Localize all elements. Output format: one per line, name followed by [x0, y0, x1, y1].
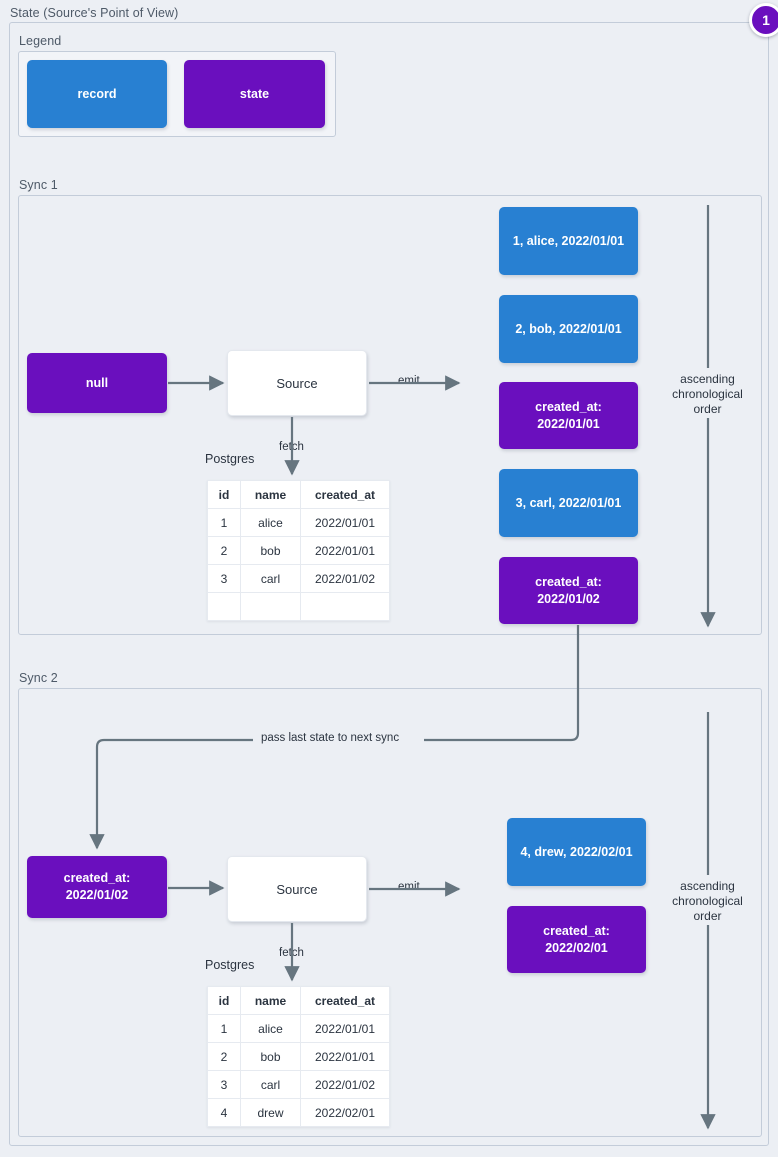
cell-name: bob — [240, 536, 301, 565]
table-header-row: id name created_at — [207, 986, 390, 1015]
sync2-emitted-record-1-label: 4, drew, 2022/02/01 — [520, 844, 633, 859]
table-row: 3 carl 2022/01/02 — [207, 564, 390, 593]
cell-name — [240, 592, 301, 621]
sync1-db-label: Postgres — [205, 452, 255, 466]
sync1-emitted-state-2-label: created_at: 2022/01/02 — [535, 574, 602, 606]
page-title: State (Source's Point of View) — [10, 6, 179, 20]
sync1-emitted-state-1-label: created_at: 2022/01/01 — [535, 399, 602, 431]
cell-id: 2 — [207, 1042, 241, 1071]
cell-name: carl — [240, 564, 301, 593]
table-header-row: id name created_at — [207, 480, 390, 509]
cell-created-at: 2022/02/01 — [300, 1098, 390, 1127]
sync1-source: Source — [227, 350, 367, 416]
column-header-name: name — [240, 480, 301, 509]
sync1-emitted-record-3-label: 3, carl, 2022/01/01 — [515, 495, 622, 510]
sync2-input-state-label: created_at: 2022/01/02 — [63, 871, 131, 902]
table-row: 1 alice 2022/01/01 — [207, 508, 390, 537]
cell-created-at — [300, 592, 390, 621]
cell-id — [207, 592, 241, 621]
column-header-id: id — [207, 986, 241, 1015]
cell-created-at: 2022/01/01 — [300, 1014, 390, 1043]
step-badge[interactable]: 1 — [749, 3, 778, 37]
cell-name: bob — [240, 1042, 301, 1071]
sync2-source: Source — [227, 856, 367, 922]
column-header-name: name — [240, 986, 301, 1015]
sync1-emitted-record-3: 3, carl, 2022/01/01 — [499, 469, 638, 537]
sync1-emitted-state-1: created_at: 2022/01/01 — [499, 382, 638, 449]
cell-id: 4 — [207, 1098, 241, 1127]
column-header-id: id — [207, 480, 241, 509]
sync2-source-label: Source — [276, 881, 318, 897]
sync2-emitted-state-1: created_at: 2022/02/01 — [507, 906, 646, 973]
column-header-created-at: created_at — [300, 986, 390, 1015]
cell-name: alice — [240, 1014, 301, 1043]
table-row: 2 bob 2022/01/01 — [207, 536, 390, 565]
sync1-cluster — [18, 195, 762, 635]
cell-name: carl — [240, 1070, 301, 1099]
sync1-emitted-record-2-label: 2, bob, 2022/01/01 — [515, 321, 622, 336]
cell-created-at: 2022/01/01 — [300, 1042, 390, 1071]
sync2-input-state: created_at: 2022/01/02 — [27, 856, 167, 918]
sync1-emitted-state-2: created_at: 2022/01/02 — [499, 557, 638, 624]
sync1-postgres-table: id name created_at 1 alice 2022/01/01 2 … — [207, 480, 390, 621]
sync2-emitted-state-1-label: created_at: 2022/02/01 — [543, 923, 610, 955]
legend-label: Legend — [19, 34, 62, 48]
table-row: 1 alice 2022/01/01 — [207, 1014, 390, 1043]
legend-swatch-record-label: record — [77, 86, 117, 101]
pass-state-label: pass last state to next sync — [259, 732, 402, 744]
cell-id: 1 — [207, 508, 241, 537]
legend-swatch-state: state — [184, 60, 325, 128]
cell-name: drew — [240, 1098, 301, 1127]
cell-created-at: 2022/01/02 — [300, 1070, 390, 1099]
sync2-emit-label: emit — [396, 881, 422, 893]
cell-created-at: 2022/01/02 — [300, 564, 390, 593]
sync1-input-state: null — [27, 353, 167, 413]
sync1-fetch-label: fetch — [277, 441, 306, 453]
sync2-fetch-label: fetch — [277, 947, 306, 959]
cell-id: 1 — [207, 1014, 241, 1043]
sync1-emitted-record-2: 2, bob, 2022/01/01 — [499, 295, 638, 363]
sync1-emit-label: emit — [396, 375, 422, 387]
cell-id: 2 — [207, 536, 241, 565]
cell-id: 3 — [207, 1070, 241, 1099]
cell-name: alice — [240, 508, 301, 537]
table-row-empty — [207, 592, 390, 621]
table-row: 3 carl 2022/01/02 — [207, 1070, 390, 1099]
sync2-emitted-record-1: 4, drew, 2022/02/01 — [507, 818, 646, 886]
sync2-postgres-table: id name created_at 1 alice 2022/01/01 2 … — [207, 986, 390, 1127]
sync1-label: Sync 1 — [19, 178, 58, 192]
cell-created-at: 2022/01/01 — [300, 536, 390, 565]
sync1-source-label: Source — [276, 375, 318, 391]
sync2-label: Sync 2 — [19, 671, 58, 685]
table-row: 2 bob 2022/01/01 — [207, 1042, 390, 1071]
sync2-order-note: ascending chronological order — [660, 879, 755, 924]
cell-created-at: 2022/01/01 — [300, 508, 390, 537]
cell-id: 3 — [207, 564, 241, 593]
sync1-order-note: ascending chronological order — [660, 372, 755, 417]
sync2-db-label: Postgres — [205, 958, 255, 972]
legend-swatch-record: record — [27, 60, 167, 128]
legend-swatch-state-label: state — [239, 86, 270, 101]
column-header-created-at: created_at — [300, 480, 390, 509]
sync1-emitted-record-1-label: 1, alice, 2022/01/01 — [512, 233, 625, 248]
sync1-input-state-label: null — [85, 375, 109, 390]
sync1-emitted-record-1: 1, alice, 2022/01/01 — [499, 207, 638, 275]
table-row: 4 drew 2022/02/01 — [207, 1098, 390, 1127]
